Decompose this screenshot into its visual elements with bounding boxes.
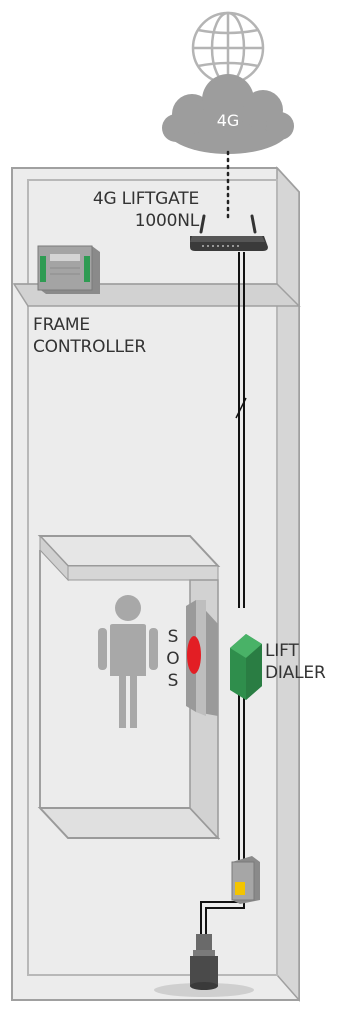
frame-controller-icon bbox=[37, 245, 100, 294]
controller-label-line2: CONTROLLER bbox=[33, 337, 146, 357]
person-icon bbox=[98, 595, 158, 728]
sos-panel bbox=[186, 600, 218, 716]
buffer-icon bbox=[154, 934, 254, 997]
router-label-line1: 4G LIFTGATE bbox=[93, 189, 199, 209]
sos-letter-1: S bbox=[168, 627, 179, 647]
globe-icon bbox=[191, 11, 265, 85]
sos-letter-3: S bbox=[168, 671, 179, 691]
sos-button[interactable] bbox=[187, 636, 201, 674]
shaft-front-frame bbox=[27, 179, 278, 976]
dialer-label-line1: LIFT bbox=[265, 641, 299, 661]
sos-letter-2: O bbox=[166, 649, 179, 669]
dialer-label-line2: DIALER bbox=[265, 663, 326, 683]
cloud-label: 4G bbox=[217, 111, 240, 130]
router-label-line2: 1000NL bbox=[135, 211, 200, 231]
junction-box-icon bbox=[231, 856, 260, 904]
cloud-icon bbox=[162, 74, 294, 154]
lift-dialer-icon bbox=[230, 634, 262, 700]
router-icon bbox=[190, 214, 268, 251]
controller-label-line1: FRAME bbox=[33, 315, 90, 335]
cable-break-mark bbox=[235, 397, 247, 419]
